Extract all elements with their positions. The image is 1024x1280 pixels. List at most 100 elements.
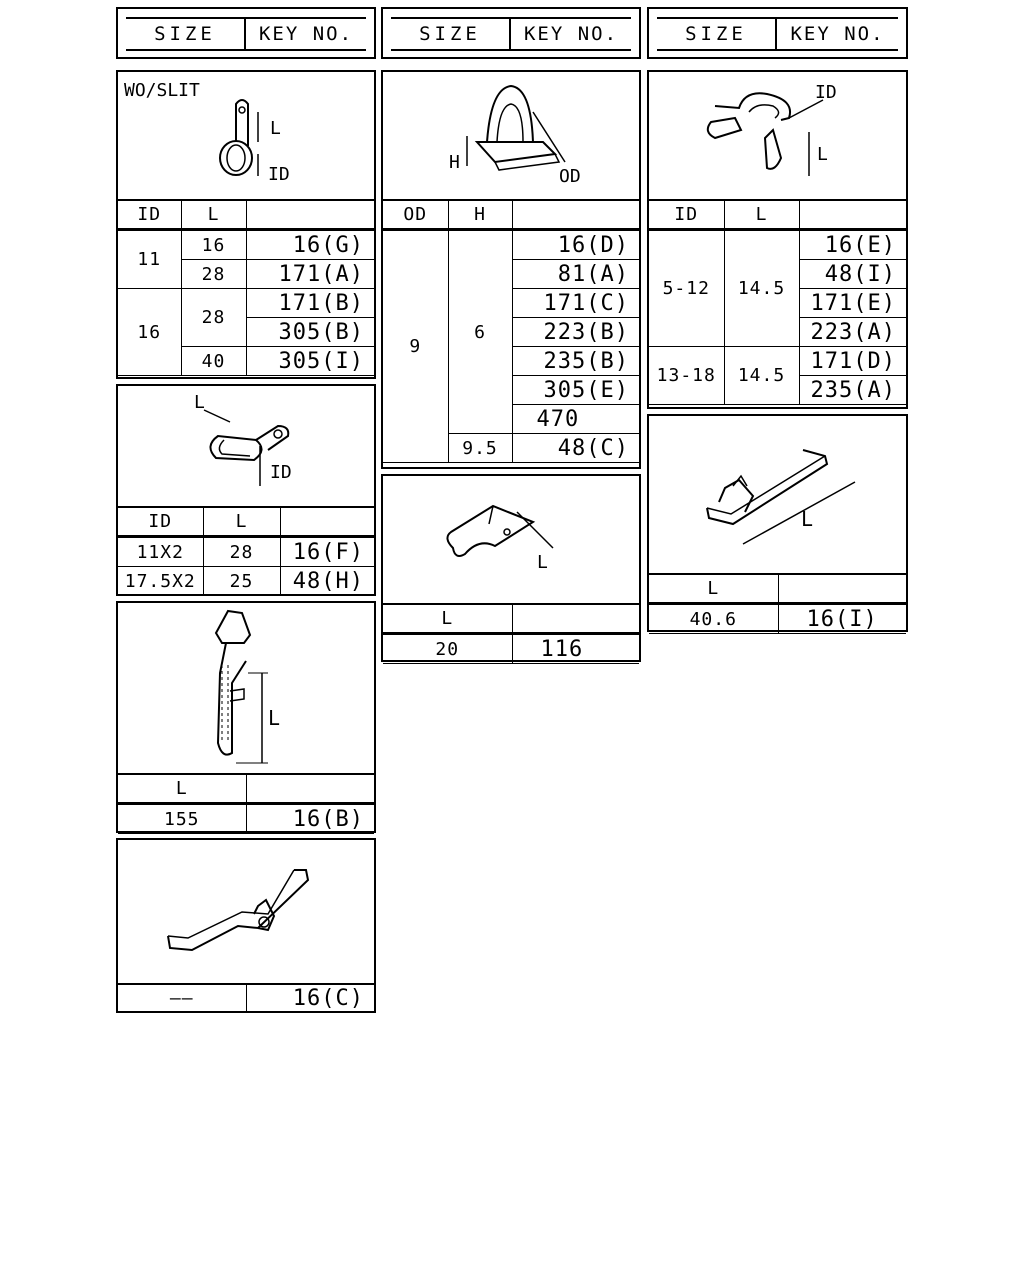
panel-double-holder: ID L ID L 5-12 14.5 16(E) 48(I) 171(E) 2… — [647, 70, 908, 409]
table-row: 17.5X2 25 48(H) — [118, 566, 374, 596]
table-row: 40 305(I) — [118, 346, 374, 376]
cable-tie-figure: L — [118, 603, 374, 775]
table-row: 235(B) — [383, 346, 639, 376]
key-no: 235(A) — [799, 375, 906, 405]
fig-label-l: L — [537, 552, 548, 573]
table-row: 223(B) — [383, 317, 639, 347]
table-row: 5-12 14.5 16(E) — [649, 229, 906, 347]
panel-strap-clip: —— 16(C) — [116, 838, 376, 1013]
clip-od-table: OD H 9 6 16(D) 81(A) 171(C) 223(B) 235(B… — [383, 199, 639, 463]
col-head-l: L — [118, 773, 247, 805]
fig-label-l: L — [801, 507, 813, 531]
double-clamp-table: ID L 11X2 28 16(F) 17.5X2 25 48(H) — [118, 506, 374, 596]
panel-long-strap: L L 40.6 16(I) — [647, 414, 908, 634]
key-no: 223(B) — [512, 317, 639, 347]
double-holder-table: ID L 5-12 14.5 16(E) 48(I) 171(E) 223(A)… — [649, 199, 906, 405]
col-head-id: ID — [649, 199, 725, 231]
key-no: 235(B) — [512, 346, 639, 376]
key-no-header: KEY NO. — [523, 23, 619, 45]
clamp-ring-figure: WO/SLIT L ID — [118, 72, 374, 201]
key-no: 16(C) — [245, 983, 374, 1013]
bent-clip-table: L 20 116 — [383, 603, 639, 664]
key-no: 16(E) — [798, 229, 906, 260]
size-header: SIZE — [126, 19, 246, 49]
header-col1: SIZE KEY NO. — [116, 7, 376, 59]
cable-tie-table: L 155 16(B) — [118, 773, 374, 834]
table-row: —— 16(C) — [118, 983, 374, 1013]
panel-clamp-ring: WO/SLIT L ID ID L 11 16 16(G) 28 171(A) — [116, 70, 376, 379]
key-no: 171(B) — [245, 288, 374, 318]
panel-bent-clip: L L 20 116 — [381, 474, 641, 664]
col-head-l: L — [383, 603, 513, 635]
fig-label-id: ID — [268, 164, 290, 185]
key-no: 171(E) — [799, 288, 906, 318]
table-row: 11X2 28 16(F) — [118, 536, 374, 567]
table-row: 11 16 16(G) — [118, 229, 374, 289]
table-row: 40.6 16(I) — [649, 603, 906, 634]
key-no: 16(F) — [279, 536, 374, 567]
key-no: 171(A) — [245, 259, 374, 289]
table-row: 16 28 171(B) — [118, 288, 374, 376]
key-no: 16(I) — [777, 603, 906, 634]
key-no: 116 — [511, 633, 639, 664]
panel-clip-od: H OD OD H 9 6 16(D) 81(A) 171(C) 223(B) … — [381, 70, 641, 469]
table-row: 20 116 — [383, 633, 639, 664]
panel-cable-tie: L L 155 16(B) — [116, 601, 376, 834]
key-no: 305(I) — [245, 346, 374, 376]
key-no: 81(A) — [512, 259, 639, 289]
key-no: 305(E) — [512, 375, 639, 405]
strap-clip-figure — [118, 840, 374, 985]
wo-slit-note: WO/SLIT — [124, 80, 200, 101]
table-row: 81(A) — [383, 259, 639, 289]
col-head-l: L — [649, 573, 779, 605]
col-head-od: OD — [383, 199, 449, 231]
key-no-header: KEY NO. — [790, 23, 885, 45]
key-no: 16(D) — [511, 229, 639, 260]
key-no: 16(G) — [245, 229, 374, 260]
fig-label-od: OD — [559, 166, 581, 187]
double-clamp-figure: L ID — [118, 386, 374, 508]
size-header: SIZE — [391, 19, 511, 49]
key-no: 171(D) — [798, 346, 906, 376]
key-no: 16(B) — [245, 803, 374, 834]
table-row: 305(E) — [383, 375, 639, 405]
table-row: 235(A) — [649, 375, 906, 405]
key-no-header: KEY NO. — [258, 23, 354, 45]
strap-clip-table: —— 16(C) — [118, 983, 374, 1013]
key-no: 223(A) — [799, 317, 906, 347]
col-head-l: L — [180, 199, 247, 231]
table-row: 9.5 48(C) — [383, 433, 639, 463]
table-row: 171(C) — [383, 288, 639, 318]
long-strap-table: L 40.6 16(I) — [649, 573, 906, 634]
clip-od-figure: H OD — [383, 72, 639, 201]
table-row: 470 — [383, 404, 639, 434]
key-no: 171(C) — [512, 288, 639, 318]
fig-label-l: L — [194, 392, 205, 413]
long-strap-figure: L — [649, 416, 906, 575]
key-no: 48(H) — [279, 566, 374, 596]
table-row: 155 16(B) — [118, 803, 374, 834]
header-col2: SIZE KEY NO. — [381, 7, 641, 59]
table-row: 305(B) — [118, 317, 374, 347]
col-head-id: ID — [118, 199, 182, 231]
col-head-l: L — [202, 506, 281, 538]
clamp-ring-table: ID L 11 16 16(G) 28 171(A) 16 28 171(B) … — [118, 199, 374, 376]
col-head-h: H — [447, 199, 513, 231]
table-row: 28 171(A) — [118, 259, 374, 289]
bent-clip-figure: L — [383, 476, 639, 605]
table-row: 9 6 16(D) — [383, 229, 639, 463]
key-no: 305(B) — [246, 317, 374, 347]
fig-label-l: L — [817, 144, 828, 165]
table-row: 13-18 14.5 171(D) — [649, 346, 906, 405]
key-no: 470 — [512, 404, 639, 434]
panel-double-clamp: L ID ID L 11X2 28 16(F) 17.5X2 25 48(H) — [116, 384, 376, 596]
fig-label-h: H — [449, 152, 460, 173]
fig-label-l: L — [270, 118, 281, 139]
size-header: SIZE — [657, 19, 777, 49]
fig-label-id: ID — [270, 462, 292, 483]
header-col3: SIZE KEY NO. — [647, 7, 908, 59]
col-head-l: L — [723, 199, 800, 231]
double-holder-figure: ID L — [649, 72, 906, 201]
table-row: 223(A) — [649, 317, 906, 347]
fig-label-id: ID — [815, 82, 837, 103]
